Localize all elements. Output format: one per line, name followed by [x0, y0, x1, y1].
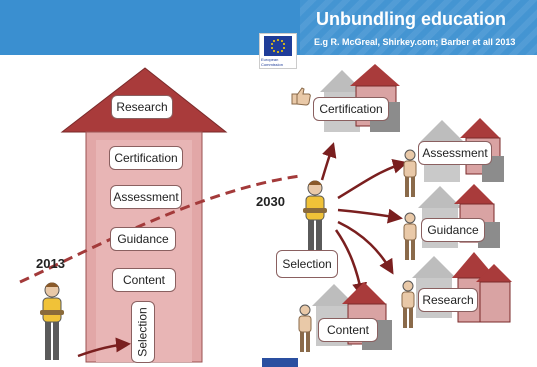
header-pattern: [300, 0, 537, 55]
unbundled-label-selection: Selection: [276, 250, 338, 278]
tower-label-research: Research: [111, 95, 173, 119]
eu-logo: European Commission: [259, 33, 297, 69]
person-icon: [40, 282, 64, 360]
unbundled-label-guidance: Guidance: [421, 218, 485, 242]
unbundled-label-assessment: Assessment: [418, 141, 492, 165]
eu-logo-text: European Commission: [261, 57, 284, 67]
person-icon: [401, 280, 415, 328]
timeline-dashed-line: [19, 174, 301, 284]
tower-label-guidance: Guidance: [110, 227, 176, 251]
year-2013: 2013: [36, 256, 65, 271]
footer-strip: [262, 358, 298, 367]
person-icon: [403, 212, 417, 260]
year-2030: 2030: [256, 194, 285, 209]
entry-arrow: [77, 337, 131, 358]
person-icon: [298, 304, 312, 352]
unbundled-label-content: Content: [318, 318, 378, 342]
tower-label-selection: Selection: [131, 301, 155, 363]
person-icon: [303, 180, 327, 250]
tower-label-selection-text: Selection: [136, 307, 150, 357]
thumbs-up-icon: [291, 87, 311, 106]
slide-title: Unbundling education: [316, 9, 506, 29]
unbundled-label-certification: Certification: [313, 97, 389, 121]
slide-subtitle: E.g R. McGreal, Shirkey.com; Barber et a…: [314, 37, 516, 47]
tower-label-certification: Certification: [109, 146, 183, 170]
unbundled-label-research: Research: [418, 288, 478, 312]
tower-label-assessment: Assessment: [110, 185, 182, 209]
person-icon: [403, 149, 417, 197]
eu-flag-icon: [264, 36, 292, 56]
tower-label-content: Content: [112, 268, 176, 292]
unbundling-arrows: [320, 142, 408, 298]
